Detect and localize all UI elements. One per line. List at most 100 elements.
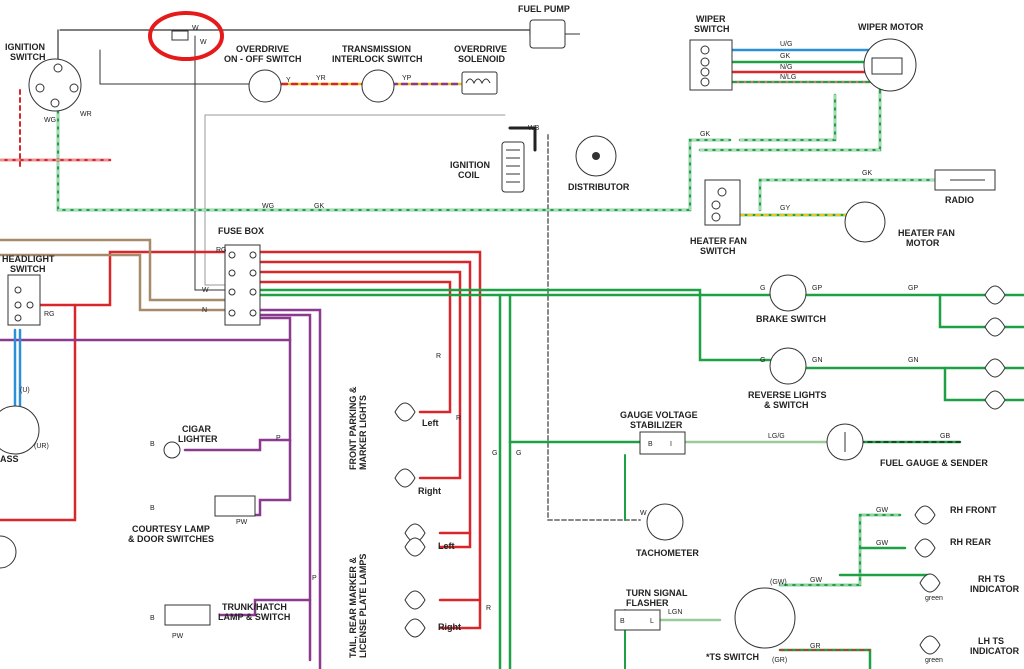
- label-cigar-2: LIGHTER: [178, 434, 218, 444]
- wire-code-w-1: W: [192, 25, 199, 32]
- wire-code-pw-2: PW: [172, 633, 184, 640]
- label-tachometer: TACHOMETER: [636, 548, 699, 558]
- label-rear-marker-1: TAIL, REAR MARKER &: [348, 557, 358, 658]
- wire-code-ur: (UR): [34, 443, 49, 450]
- wire-code-g-1: G: [492, 450, 497, 457]
- wire-code-yp: YP: [402, 75, 412, 82]
- wire-code-gb: GB: [940, 433, 950, 440]
- wire-tan-2: [0, 253, 227, 312]
- label-heater-motor-2: MOTOR: [906, 238, 940, 248]
- wire-code-w-fuse: W: [202, 287, 209, 294]
- wire-red-fuse-1: [258, 250, 482, 630]
- wire-green-reverse-b: [943, 366, 1024, 402]
- wire-code-gk-2: GK: [314, 203, 324, 210]
- overdrive-solenoid: OVERDRIVE SOLENOID: [454, 44, 507, 95]
- wire-red-fuse-2: [258, 260, 472, 549]
- label-cigar-1: CIGAR: [182, 424, 212, 434]
- label-courtesy-2: & DOOR SWITCHES: [128, 534, 214, 544]
- wire-ts-gr: [778, 648, 872, 669]
- label-rh-rear: RH REAR: [950, 537, 992, 547]
- wire-code-gn: GN: [812, 357, 823, 364]
- label-trunk-2: LAMP & SWITCH: [218, 612, 290, 622]
- wire-code-p-1: P: [276, 435, 281, 442]
- wire-code-yr: YR: [316, 75, 326, 82]
- wire-coil-w: [204, 114, 506, 286]
- label-rh-ts-1: RH TS: [978, 574, 1005, 584]
- label-green-small-2: green: [925, 657, 943, 664]
- label-lh-ts-1: LH TS: [978, 636, 1004, 646]
- wire-purple-2: [258, 308, 322, 669]
- reverse-switch: REVERSE LIGHTS & SWITCH: [748, 347, 827, 410]
- label-fuel-gauge: FUEL GAUGE & SENDER: [880, 458, 988, 468]
- wire-wg-dash: [57, 97, 731, 211]
- label-front-marker-1: FRONT PARKING &: [348, 386, 358, 470]
- wire-code-b-trunk: B: [150, 615, 155, 622]
- wiper-motor: WIPER MOTOR: [858, 22, 924, 92]
- fuel-pump: FUEL PUMP: [518, 4, 580, 49]
- wire-gk-wiper-b-dash: [699, 89, 881, 151]
- wire-tan-1: [0, 238, 227, 302]
- wire-red-fuse-4: [258, 280, 452, 414]
- wire-w-down: [194, 35, 226, 291]
- label-brake-switch: BRAKE SWITCH: [756, 314, 826, 324]
- highlight-circle: [148, 11, 224, 61]
- wire-code-gk-w: GK: [780, 53, 790, 60]
- lamp-group-right: [984, 285, 1006, 410]
- label-ass: ASS: [0, 454, 19, 464]
- fuel-gauge: FUEL GAUGE & SENDER: [826, 423, 988, 468]
- wire-gk-radio-dash: [759, 179, 936, 211]
- ignition-switch: IGNITION SWITCH: [5, 42, 82, 112]
- label-rh-front: RH FRONT: [950, 505, 997, 515]
- wire-code-l-flasher: L: [650, 618, 654, 625]
- wire-code-g-2: G: [516, 450, 521, 457]
- label-wiper-switch-1: WIPER: [696, 14, 726, 24]
- turn-flasher: B L TURN SIGNAL FLASHER: [614, 588, 688, 631]
- brake-switch: BRAKE SWITCH: [756, 274, 826, 324]
- wire-code-wr: WR: [80, 111, 92, 118]
- label-left-front: Left: [422, 418, 439, 428]
- label-ts-switch: *TS SWITCH: [706, 652, 759, 662]
- wire-code-gy: GY: [780, 205, 790, 212]
- label-ignition-switch-1: IGNITION: [5, 42, 45, 52]
- radio: RADIO: [934, 169, 996, 205]
- wire-code-r-3: R: [486, 605, 491, 612]
- label-heater-motor-1: HEATER FAN: [898, 228, 955, 238]
- wire-ts-gw-d: [779, 514, 901, 586]
- wire-code-rg: RG: [44, 311, 55, 318]
- label-headlight-1: HEADLIGHT: [2, 254, 55, 264]
- wire-code-gk-radio: GK: [862, 170, 872, 177]
- overdrive-switch: OVERDRIVE ON - OFF SWITCH: [224, 44, 302, 103]
- wire-code-gw-paren: (GW): [770, 579, 787, 586]
- label-trunk-1: TRUNK/HATCH: [222, 602, 287, 612]
- wire-purple-3: [258, 313, 312, 662]
- label-lh-ts-2: INDICATOR: [970, 646, 1020, 656]
- cigar-lighter: CIGAR LIGHTER: [163, 424, 218, 459]
- label-overdrive-2: ON - OFF SWITCH: [224, 54, 302, 64]
- wire-code-n-fuse: N: [202, 307, 207, 314]
- distributor: DISTRIBUTOR: [568, 135, 630, 192]
- label-radio: RADIO: [945, 195, 974, 205]
- front-lamps: [394, 402, 416, 488]
- label-right-front: Right: [418, 486, 441, 496]
- label-fuse-box: FUSE BOX: [218, 226, 264, 236]
- wire-code-g-rev: G: [760, 357, 765, 364]
- wire-green-fuse-1: [258, 288, 772, 362]
- wire-code-w-2: W: [200, 39, 207, 46]
- label-rear-marker-2: LICENSE PLATE LAMPS: [358, 554, 368, 658]
- wire-purple-cigar: [183, 338, 292, 452]
- ballast-resistor: [171, 30, 189, 41]
- wire-code-b-flasher: B: [620, 618, 625, 625]
- wire-code-gr-1: GR: [810, 643, 821, 650]
- trunk-lamp: TRUNK/HATCH LAMP & SWITCH: [164, 602, 290, 626]
- label-green-small-1: green: [925, 595, 943, 602]
- wire-code-gr-paren: (GR): [772, 657, 787, 664]
- wire-code-pw-1: PW: [236, 519, 248, 526]
- ignition-coil: IGNITION COIL: [450, 141, 525, 193]
- label-left-rear: Left: [438, 541, 455, 551]
- wire-code-r-1: R: [436, 353, 441, 360]
- transmission-switch: TRANSMISSION INTERLOCK SWITCH: [332, 44, 423, 103]
- wire-code-y: Y: [286, 77, 291, 84]
- label-ignition-coil-1: IGNITION: [450, 160, 490, 170]
- label-transmission-2: INTERLOCK SWITCH: [332, 54, 423, 64]
